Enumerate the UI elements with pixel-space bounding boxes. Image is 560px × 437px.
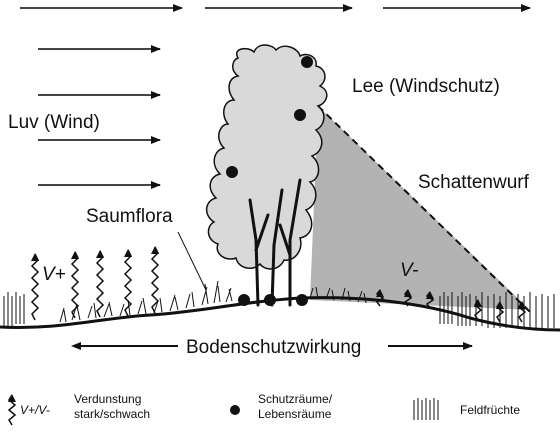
wind-arrows-left [38,45,161,189]
label-v-minus: V- [400,260,418,281]
shadow-area [310,106,530,310]
label-v-plus: V+ [42,264,66,285]
evaporation-arrows-strong [30,246,160,321]
legend-evaporation-icon [7,394,17,426]
legend-crops-label: Feldfrüchte [460,403,520,417]
shadow-edge [317,105,531,313]
label-lee: Lee (Windschutz) [352,76,500,97]
legend-evaporation-line2: stark/schwach [74,407,150,421]
legend-shelter-dot [230,405,240,415]
label-bodenschutzwirkung: Bodenschutzwirkung [186,337,361,358]
label-luv: Luv (Wind) [8,112,100,133]
saumflora-pointer [177,231,207,291]
evaporation-arrows-weak [375,289,527,323]
label-schattenwurf: Schattenwurf [418,172,530,193]
legend-shelter-line2: Lebensräume [258,407,332,421]
tree-canopy [205,44,328,270]
field-crops-right [439,292,555,328]
legend-evaporation-line1: Verdunstung [74,392,141,406]
field-crops-left [3,292,25,326]
legend-crops-icon [413,398,439,420]
legend-shelter-line1: Schutzräume/ [258,392,333,406]
edge-vegetation [59,280,367,323]
label-saumflora: Saumflora [86,206,173,227]
tree-trunks [248,178,302,307]
legend-evaporation-symbol: V+/V- [20,403,50,417]
legend: V+/V- Verdunstung stark/schwach Schutzrä… [7,392,520,426]
